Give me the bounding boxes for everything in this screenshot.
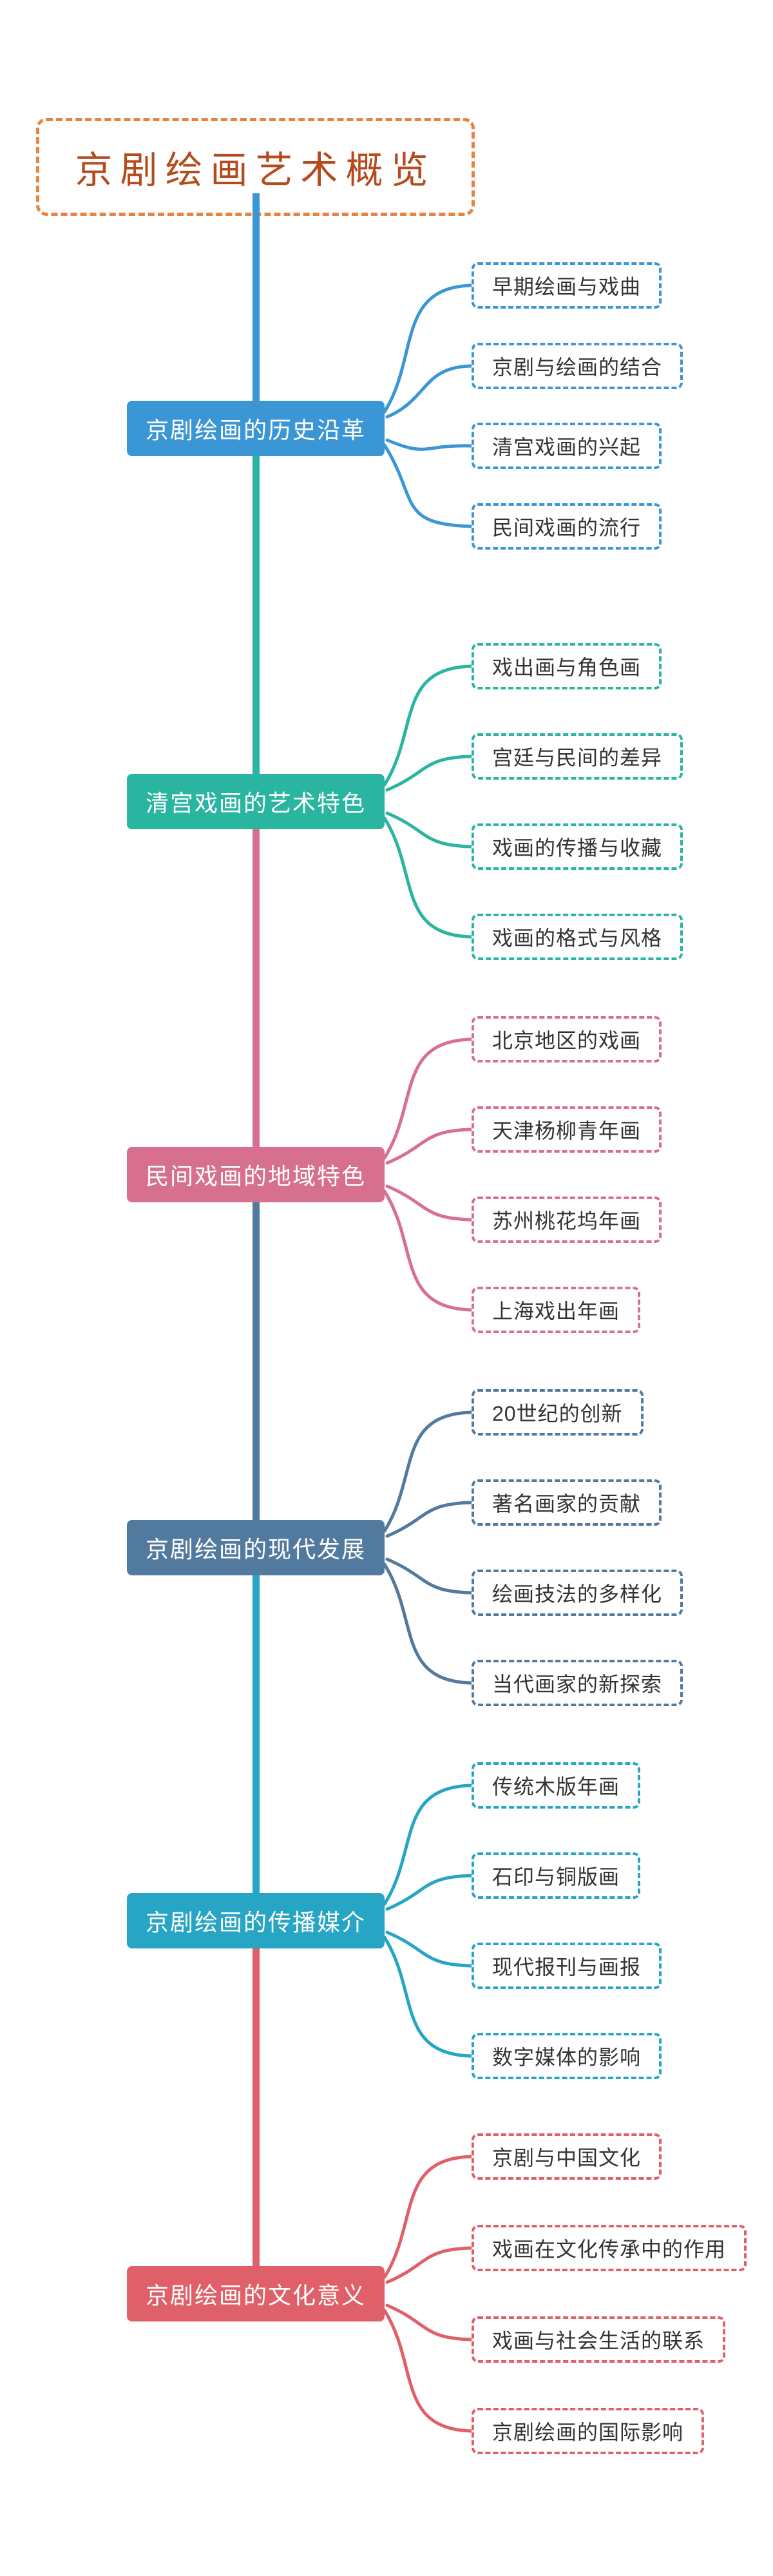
child-node[interactable]: 戏画的传播与收藏: [472, 823, 683, 870]
branch-connector-curve: [383, 2155, 473, 2279]
branch-connector-curve: [383, 2309, 473, 2433]
branch-connector-curve: [385, 364, 473, 419]
child-node[interactable]: 戏画与社会生活的联系: [472, 2316, 726, 2363]
branch-connector-curve: [383, 1562, 473, 1685]
branch-connector-curve: [383, 443, 473, 528]
child-node[interactable]: 戏画的格式与风格: [472, 914, 683, 960]
child-node[interactable]: 京剧与中国文化: [472, 2133, 662, 2180]
branch-connector-curve: [385, 1184, 473, 1222]
branch-connector-curve: [383, 1037, 473, 1160]
branch-connector-curve: [385, 755, 473, 792]
branch-connector-curve: [383, 664, 473, 787]
branch-connector-curve: [385, 1501, 473, 1538]
branch-connector-curve: [383, 1189, 473, 1312]
branch-connector-curve: [385, 1874, 473, 1911]
branch-node[interactable]: 京剧绘画的历史沿革: [127, 401, 385, 456]
child-node[interactable]: 上海戏出年画: [472, 1287, 641, 1333]
child-node[interactable]: 现代报刊与画报: [472, 1943, 662, 1989]
child-node[interactable]: 北京地区的戏画: [472, 1016, 662, 1062]
child-node[interactable]: 苏州桃花坞年画: [472, 1197, 662, 1243]
child-node[interactable]: 宫廷与民间的差异: [472, 733, 683, 780]
child-node[interactable]: 戏画在文化传承中的作用: [472, 2225, 747, 2271]
root-node[interactable]: 京剧绘画艺术概览: [36, 118, 475, 216]
branch-node[interactable]: 京剧绘画的传播媒介: [127, 1893, 385, 1948]
branch-connector-curve: [383, 816, 473, 939]
child-node[interactable]: 传统木版年画: [472, 1762, 641, 1809]
child-node[interactable]: 京剧绘画的国际影响: [472, 2408, 705, 2454]
branch-node[interactable]: 清宫戏画的艺术特色: [127, 774, 385, 829]
child-node[interactable]: 早期绘画与戏曲: [472, 262, 662, 309]
child-node[interactable]: 天津杨柳青年画: [472, 1106, 662, 1153]
branch-connector-curve: [385, 1557, 473, 1595]
branch-connector-curve: [385, 2246, 473, 2284]
child-node[interactable]: 石印与铜版画: [472, 1852, 641, 1899]
child-node[interactable]: 民间戏画的流行: [472, 503, 662, 550]
branch-connector-curve: [383, 1936, 473, 2058]
branch-connector-curve: [385, 2303, 473, 2341]
child-node[interactable]: 清宫戏画的兴起: [472, 423, 662, 469]
branch-connector-curve: [383, 1410, 473, 1533]
child-node[interactable]: 数字媒体的影响: [472, 2033, 662, 2079]
branch-node[interactable]: 京剧绘画的文化意义: [127, 2266, 385, 2321]
branch-connector-curve: [383, 284, 473, 414]
child-node[interactable]: 绘画技法的多样化: [472, 1570, 683, 1616]
child-node[interactable]: 京剧与绘画的结合: [472, 343, 683, 389]
branch-connector-curve: [385, 1128, 473, 1165]
branch-connector-curve: [385, 811, 473, 849]
branch-node[interactable]: 京剧绘画的现代发展: [127, 1520, 385, 1575]
branch-node[interactable]: 民间戏画的地域特色: [127, 1147, 385, 1202]
branch-connector-curve: [385, 1930, 473, 1968]
branch-connector-curve: [385, 438, 473, 451]
child-node[interactable]: 戏出画与角色画: [472, 643, 662, 689]
child-node[interactable]: 著名画家的贡献: [472, 1479, 662, 1526]
child-node[interactable]: 20世纪的创新: [472, 1389, 644, 1436]
branch-connector-curve: [383, 1783, 473, 1906]
child-node[interactable]: 当代画家的新探索: [472, 1660, 683, 1706]
